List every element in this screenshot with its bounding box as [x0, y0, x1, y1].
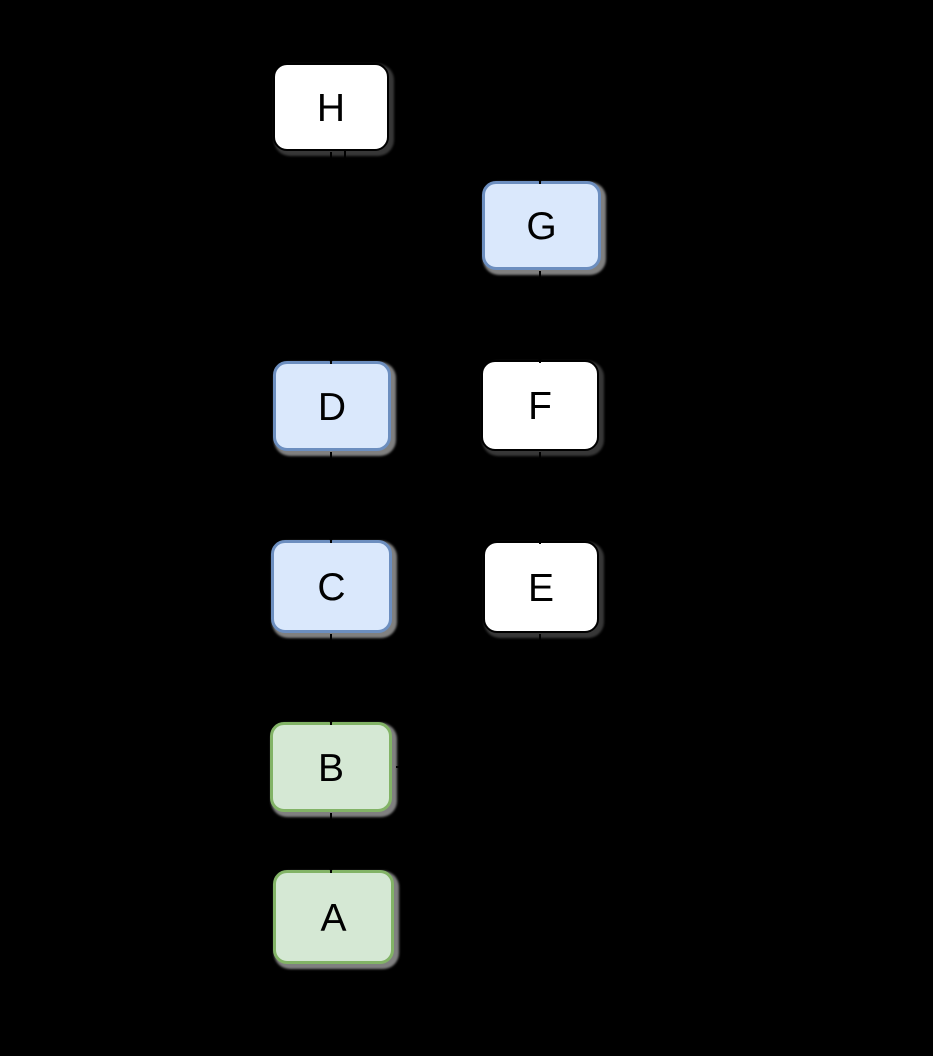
node-F-label: F — [528, 385, 552, 428]
node-D: D — [273, 361, 391, 451]
node-G-label: G — [526, 205, 557, 248]
node-F: F — [481, 360, 599, 451]
node-E-label: E — [527, 566, 554, 610]
node-E: E — [483, 541, 599, 633]
node-D-label: D — [317, 385, 347, 429]
node-G: G — [482, 181, 601, 270]
node-A-label: A — [320, 896, 347, 940]
edge-E-B — [396, 634, 541, 773]
node-C: C — [271, 540, 392, 633]
node-B-label: B — [317, 746, 344, 790]
node-B: B — [270, 722, 392, 812]
edge-H-G — [344, 151, 546, 184]
node-H-label: H — [316, 86, 346, 130]
node-C-label: C — [317, 566, 346, 609]
node-H: H — [273, 63, 389, 151]
node-A: A — [273, 870, 394, 964]
